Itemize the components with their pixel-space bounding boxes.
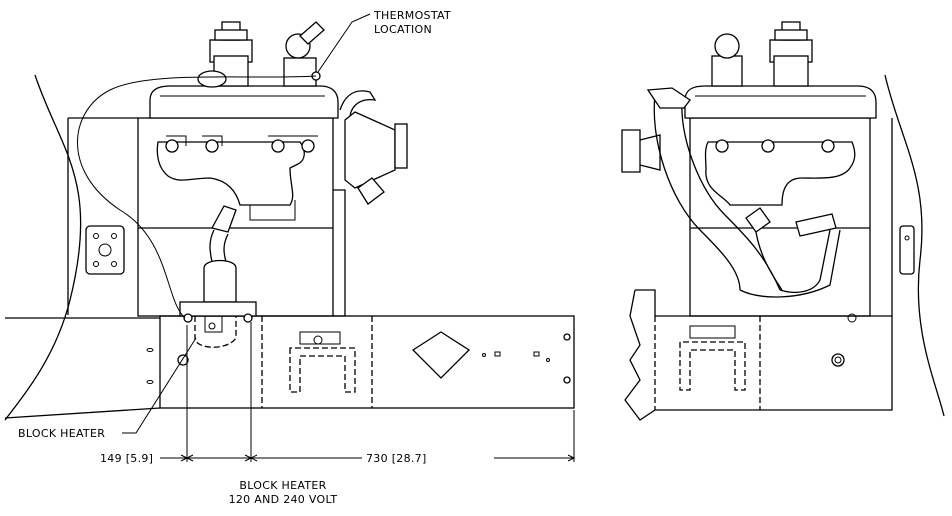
intake-cone — [344, 111, 396, 189]
thermostat-leader — [317, 13, 371, 73]
right-fuel-pump — [769, 21, 813, 87]
right-skid — [624, 289, 893, 421]
caption-line1: BLOCK HEATER — [239, 479, 326, 492]
thermostat-label-line1: THERMOSTAT — [373, 9, 451, 22]
annotations: THERMOSTAT LOCATION BLOCK HEATER 149 [5.… — [18, 9, 576, 506]
caption-line2: 120 AND 240 VOLT — [229, 493, 338, 506]
right-valve-cover — [684, 85, 877, 119]
right-rail-bracket — [679, 341, 746, 391]
exhaust-manifold — [156, 141, 305, 206]
heater-cord — [77, 75, 317, 319]
left-frame-curve — [4, 74, 82, 421]
right-engine-view — [621, 21, 945, 421]
rail-cutout-diamond — [411, 331, 471, 379]
right-hose-clamp-2 — [795, 213, 837, 237]
right-side-flange — [621, 129, 641, 173]
right-hose-top — [646, 87, 691, 109]
rail-mount-pad — [299, 331, 341, 345]
rail-mount-bracket — [289, 347, 356, 393]
block-heater-callout: BLOCK HEATER — [18, 427, 105, 440]
right-frame-curve — [884, 74, 945, 417]
right-thermostat-housing — [711, 33, 743, 87]
right-big-hose — [653, 94, 781, 291]
dim-label-730: 730 [28.7] — [366, 452, 427, 465]
right-rail-pad — [689, 325, 736, 339]
upper-hose — [339, 90, 377, 117]
skid-rail — [159, 315, 575, 409]
right-hose-clamp-1 — [745, 207, 771, 233]
right-lower-hose — [739, 229, 841, 298]
dim-label-149: 149 [5.9] — [100, 452, 153, 465]
block-side-flange — [333, 189, 346, 317]
right-rail-hole — [831, 353, 845, 367]
thermostat-label-line2: LOCATION — [374, 23, 432, 36]
rail-bottom-line — [4, 407, 161, 419]
block-heater-leader — [122, 337, 197, 434]
oil-cap — [197, 70, 227, 88]
intake-flange — [394, 123, 408, 169]
right-side-plate — [899, 225, 915, 275]
right-exhaust-manifold — [704, 141, 856, 206]
valve-cover — [149, 85, 339, 119]
left-engine-view — [4, 21, 575, 421]
fuel-pump — [209, 21, 253, 87]
hose-end — [357, 177, 385, 205]
block-heater-unit — [179, 205, 257, 348]
manifold-outlet — [249, 200, 296, 221]
manifold-ports — [165, 135, 318, 153]
access-plate — [85, 225, 125, 275]
thermostat-housing — [283, 21, 325, 87]
